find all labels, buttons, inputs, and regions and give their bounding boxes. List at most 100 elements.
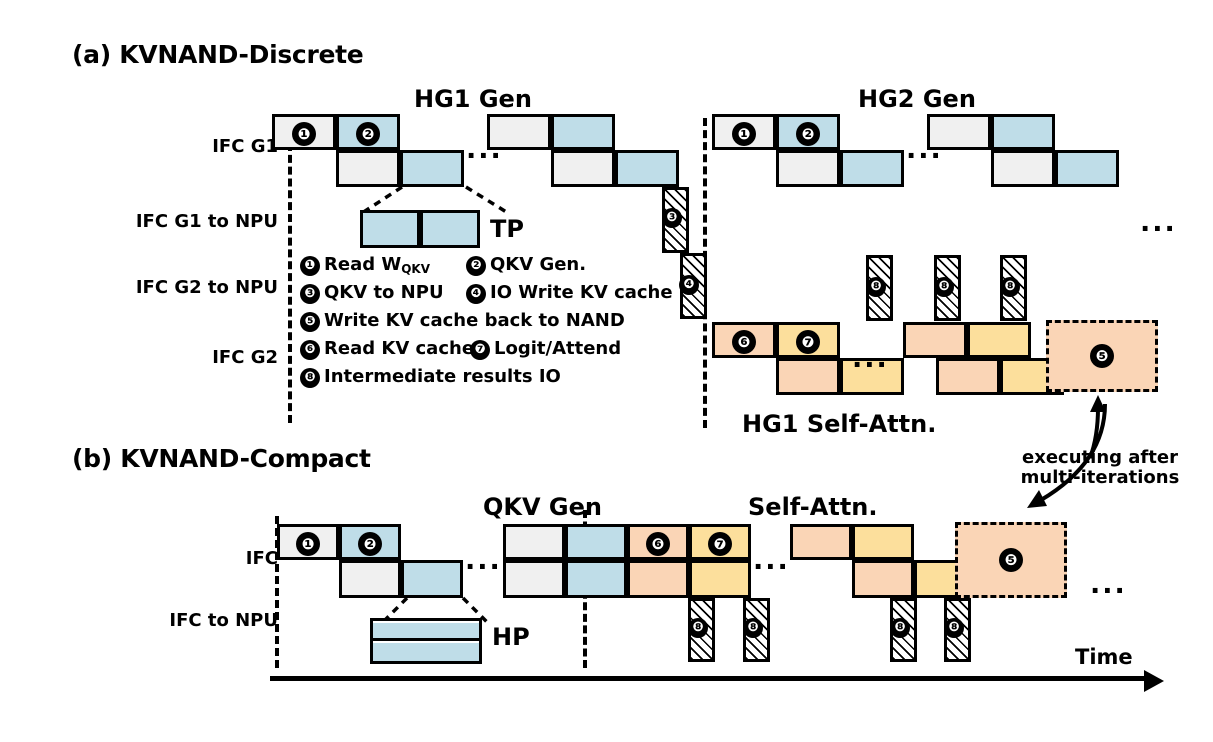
block-b-intermediate-io-4 <box>944 598 971 662</box>
annotation-line-2: multi-iterations <box>1020 467 1180 489</box>
callout-label-hp: HP <box>492 623 530 651</box>
block-intermediate-io-2 <box>934 255 961 321</box>
block-b-logit-attend-2 <box>689 560 751 598</box>
legend-marker-8: ❽ <box>300 368 320 388</box>
legend-label-5: Write KV cache back to NAND <box>324 310 625 331</box>
block-b-read-kv-4 <box>852 560 914 598</box>
timeline-divider-b-start <box>275 516 279 668</box>
phase-title-hg1-gen: HG1 Gen <box>414 85 532 113</box>
block-b-logit-attend <box>689 524 751 560</box>
block-b-read-kv <box>627 524 689 560</box>
block-qkv-gen-5 <box>776 114 840 150</box>
block-read-kv-cache <box>712 322 776 358</box>
phase-title-qkv-gen: QKV Gen <box>483 493 602 521</box>
block-b-read-w-3 <box>503 524 565 560</box>
panel-a-title: (a) KVNAND-Discrete <box>72 40 364 69</box>
block-read-w-5 <box>712 114 776 150</box>
block-b-qkv-gen-3 <box>565 524 627 560</box>
leader-lines-tp <box>361 185 509 215</box>
legend-label-4: IO Write KV cache <box>490 282 673 303</box>
block-b-intermediate-io-2 <box>743 598 770 662</box>
block-tp-right <box>420 210 480 248</box>
legend-marker-6: ❻ <box>300 340 320 360</box>
row-label-ifc-to-npu: IFC to NPU <box>169 610 278 631</box>
legend-marker-4: ❹ <box>466 284 486 304</box>
block-intermediate-io-3 <box>1000 255 1027 321</box>
ellipsis-b1: ... <box>465 545 502 576</box>
timeline-divider-a-start <box>288 143 292 423</box>
callout-label-tp: TP <box>490 215 524 243</box>
block-read-w-2 <box>336 150 400 187</box>
block-read-w-4 <box>551 150 615 187</box>
row-label-ifc-g1-to-npu: IFC G1 to NPU <box>135 211 278 232</box>
block-b-read-w <box>277 524 339 560</box>
legend-label-6: Read KV cache <box>324 338 475 359</box>
block-b-logit-attend-3 <box>852 524 914 560</box>
block-qkv-gen-6 <box>840 150 904 187</box>
legend-label-7: Logit/Attend <box>494 338 622 359</box>
block-b-qkv-gen-2 <box>401 560 463 598</box>
legend-label-3: QKV to NPU <box>324 282 444 303</box>
block-read-w-3 <box>487 114 551 150</box>
block-b-qkv-gen-4 <box>565 560 627 598</box>
legend-label-2: QKV Gen. <box>490 254 587 275</box>
block-b-read-w-2 <box>339 560 401 598</box>
legend-label-8: Intermediate results IO <box>324 366 561 387</box>
legend-marker-5: ❺ <box>300 312 320 332</box>
phase-title-hg2-gen: HG2 Gen <box>858 85 976 113</box>
ellipsis-a4: ... <box>852 343 889 374</box>
legend-sub-1: QKV <box>401 262 431 276</box>
block-qkv-gen-7 <box>991 114 1055 150</box>
row-label-ifc-g1: IFC G1 <box>212 136 278 157</box>
block-logit-attend-2 <box>840 358 904 395</box>
block-read-w-7 <box>927 114 991 150</box>
block-tp-left <box>360 210 420 248</box>
block-logit-attend-3 <box>967 322 1031 358</box>
row-label-ifc-g2-to-npu: IFC G2 to NPU <box>135 277 278 298</box>
block-read-kv-cache-4 <box>936 358 1000 395</box>
block-b-intermediate-io-3 <box>890 598 917 662</box>
phase-title-hg1-selfattn: HG1 Self-Attn. <box>742 410 937 438</box>
block-read-kv-cache-2 <box>776 358 840 395</box>
block-b-intermediate-io-1 <box>688 598 715 662</box>
block-read-w <box>272 114 336 150</box>
block-qkv-to-npu <box>662 187 689 253</box>
legend-marker-1: ❶ <box>300 256 320 276</box>
annotation-line-1: executing after <box>1022 447 1178 468</box>
block-io-write-kv <box>680 253 707 319</box>
panel-b-title: (b) KVNAND-Compact <box>72 444 371 473</box>
block-b-read-kv-3 <box>790 524 852 560</box>
legend-label-1: Read W <box>324 254 402 275</box>
ellipsis-b2: ... <box>753 545 790 576</box>
block-read-w-6 <box>776 150 840 187</box>
phase-title-selfattn: Self-Attn. <box>748 493 878 521</box>
row-label-ifc: IFC <box>245 548 278 569</box>
block-b-qkv-gen <box>339 524 401 560</box>
block-hp-bar-top <box>373 623 479 641</box>
legend-marker-3: ❸ <box>300 284 320 304</box>
legend-marker-7: ❼ <box>470 340 490 360</box>
block-intermediate-io-1 <box>866 255 893 321</box>
block-qkv-gen <box>336 114 400 150</box>
time-axis-label: Time <box>1075 645 1133 669</box>
time-axis-arrow-icon <box>1144 670 1164 692</box>
time-axis-line <box>270 676 1146 681</box>
block-qkv-gen-8 <box>1055 150 1119 187</box>
legend-marker-2: ❷ <box>466 256 486 276</box>
ellipsis-a3: ... <box>1140 207 1177 238</box>
row-label-ifc-g2: IFC G2 <box>212 347 278 368</box>
block-qkv-gen-4 <box>615 150 679 187</box>
block-b-read-w-4 <box>503 560 565 598</box>
block-qkv-gen-3 <box>551 114 615 150</box>
block-write-kv-back-nand <box>1046 320 1158 392</box>
ellipsis-b3: ... <box>1090 569 1127 600</box>
block-b-read-kv-2 <box>627 560 689 598</box>
